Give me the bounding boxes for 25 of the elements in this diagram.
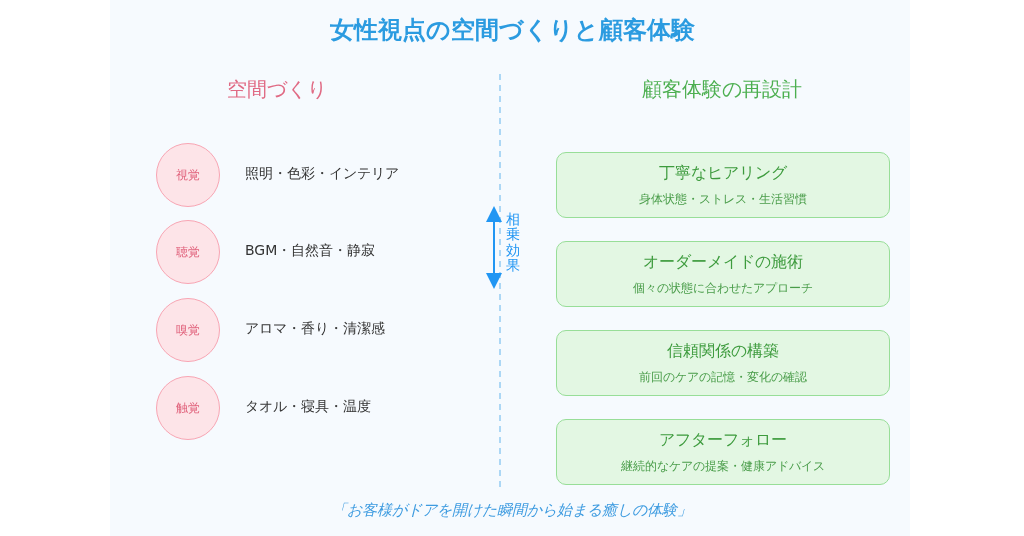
description-text: タオル・寝具・温度 — [245, 398, 371, 416]
section-heading: 空間づくり — [226, 76, 328, 103]
card-heading: アフターフォロー — [659, 429, 787, 451]
circle-label: 視覚 — [176, 166, 200, 184]
card-subtext: 個々の状態に合わせたアプローチ — [633, 279, 813, 297]
description-text: アロマ・香り・清潔感 — [245, 320, 385, 338]
caption: 「お客様がドアを開けた瞬間から始まる癒しの体験」 — [331, 501, 693, 520]
circle-label: 触覚 — [176, 399, 200, 417]
card-heading: 丁寧なヒアリング — [659, 162, 787, 184]
circle-label: 聴覚 — [176, 243, 200, 261]
info-card — [556, 152, 890, 218]
vertical-label: 相乗効果 — [506, 212, 520, 274]
title: 女性視点の空間づくりと顧客体験 — [328, 15, 696, 46]
description-text: 照明・色彩・インテリア — [245, 165, 399, 183]
card-subtext: 前回のケアの記憶・変化の確認 — [639, 368, 807, 386]
description-text: BGM・自然音・静寂 — [245, 242, 376, 260]
card-subtext: 身体状態・ストレス・生活習慣 — [639, 190, 807, 208]
info-card — [556, 419, 890, 485]
section-heading: 顧客体験の再設計 — [641, 76, 803, 103]
card-heading: オーダーメイドの施術 — [643, 251, 803, 273]
card-heading: 信頼関係の構築 — [667, 340, 779, 362]
info-card — [556, 330, 890, 396]
circle-label: 嗅覚 — [176, 321, 200, 339]
info-card — [556, 241, 890, 307]
card-subtext: 継続的なケアの提案・健康アドバイス — [621, 457, 825, 475]
